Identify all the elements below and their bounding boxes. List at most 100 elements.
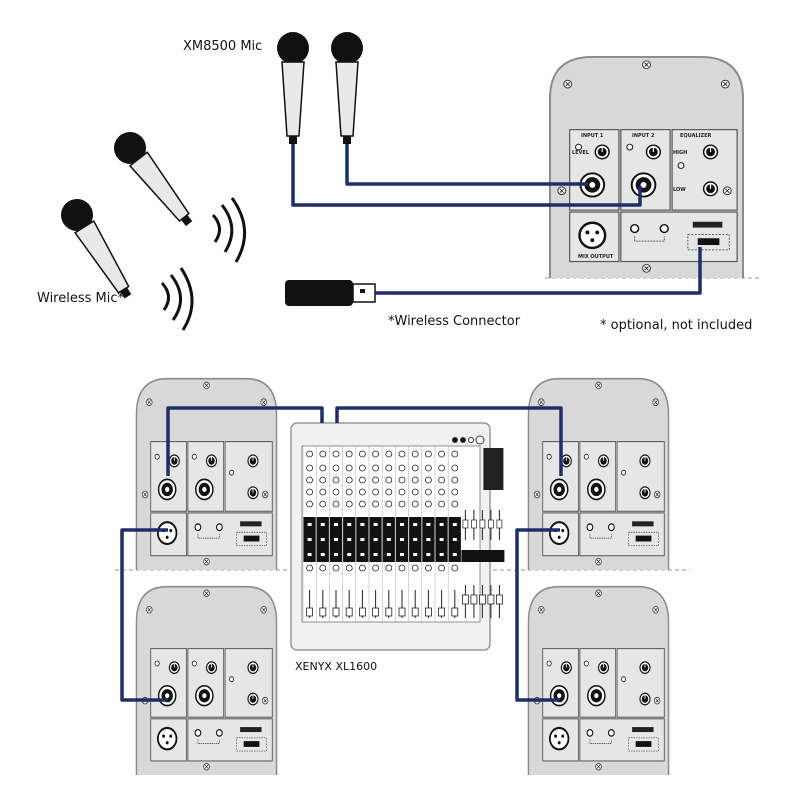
channel-knob[interactable] bbox=[358, 500, 366, 508]
channel-button[interactable] bbox=[400, 538, 404, 541]
main-fader[interactable] bbox=[487, 594, 495, 605]
pan-knob[interactable] bbox=[372, 564, 380, 572]
subgroup-fader[interactable] bbox=[488, 519, 494, 529]
channel-button[interactable] bbox=[307, 538, 312, 541]
channel-button[interactable] bbox=[386, 538, 391, 541]
channel-button[interactable] bbox=[439, 553, 444, 556]
channel-knob[interactable] bbox=[345, 488, 353, 496]
channel-knob[interactable] bbox=[398, 476, 406, 484]
channel-button[interactable] bbox=[360, 523, 365, 526]
channel-knob[interactable] bbox=[451, 476, 459, 484]
channel-button[interactable] bbox=[439, 523, 444, 526]
channel-knob[interactable] bbox=[424, 476, 432, 484]
pan-knob[interactable] bbox=[451, 564, 459, 572]
subgroup-fader[interactable] bbox=[496, 519, 503, 529]
channel-button[interactable] bbox=[307, 553, 312, 556]
channel-fader[interactable] bbox=[332, 607, 340, 617]
channel-button[interactable] bbox=[320, 553, 325, 556]
pan-knob[interactable] bbox=[306, 564, 314, 572]
subgroup-fader[interactable] bbox=[462, 519, 469, 529]
channel-knob[interactable] bbox=[451, 500, 459, 508]
pan-knob[interactable] bbox=[438, 564, 446, 572]
subgroup-fader[interactable] bbox=[471, 519, 477, 529]
channel-knob[interactable] bbox=[332, 476, 340, 484]
channel-knob[interactable] bbox=[372, 488, 380, 496]
channel-button[interactable] bbox=[347, 523, 352, 526]
channel-knob[interactable] bbox=[411, 476, 419, 484]
channel-button[interactable] bbox=[360, 553, 365, 556]
channel-button[interactable] bbox=[413, 553, 418, 556]
channel-fader[interactable] bbox=[438, 607, 446, 617]
channel-button[interactable] bbox=[334, 523, 338, 526]
main-fader[interactable] bbox=[470, 594, 478, 605]
channel-button[interactable] bbox=[320, 523, 325, 526]
channel-button[interactable] bbox=[334, 538, 338, 541]
channel-fader[interactable] bbox=[319, 607, 327, 617]
channel-knob[interactable] bbox=[438, 464, 446, 472]
channel-button[interactable] bbox=[386, 553, 391, 556]
main-fader[interactable] bbox=[495, 594, 503, 605]
channel-knob[interactable] bbox=[372, 476, 380, 484]
channel-knob[interactable] bbox=[411, 464, 419, 472]
channel-button[interactable] bbox=[360, 538, 365, 541]
channel-button[interactable] bbox=[426, 538, 431, 541]
channel-knob[interactable] bbox=[385, 500, 393, 508]
pan-knob[interactable] bbox=[332, 564, 340, 572]
pan-knob[interactable] bbox=[345, 564, 353, 572]
channel-fader[interactable] bbox=[345, 607, 353, 617]
subgroup-fader[interactable] bbox=[479, 519, 486, 529]
channel-knob[interactable] bbox=[385, 464, 393, 472]
channel-knob[interactable] bbox=[411, 450, 419, 458]
channel-knob[interactable] bbox=[438, 476, 446, 484]
channel-button[interactable] bbox=[452, 553, 457, 556]
pan-knob[interactable] bbox=[411, 564, 419, 572]
channel-button[interactable] bbox=[334, 553, 338, 556]
channel-button[interactable] bbox=[400, 523, 404, 526]
channel-knob[interactable] bbox=[451, 464, 459, 472]
channel-knob[interactable] bbox=[438, 500, 446, 508]
channel-fader[interactable] bbox=[385, 607, 393, 617]
channel-knob[interactable] bbox=[438, 488, 446, 496]
pan-knob[interactable] bbox=[358, 564, 366, 572]
channel-knob[interactable] bbox=[411, 488, 419, 496]
channel-knob[interactable] bbox=[424, 450, 432, 458]
channel-button[interactable] bbox=[426, 553, 431, 556]
channel-knob[interactable] bbox=[306, 488, 314, 496]
channel-button[interactable] bbox=[307, 523, 312, 526]
channel-button[interactable] bbox=[413, 538, 418, 541]
channel-knob[interactable] bbox=[319, 488, 327, 496]
channel-knob[interactable] bbox=[385, 488, 393, 496]
channel-knob[interactable] bbox=[398, 488, 406, 496]
channel-button[interactable] bbox=[386, 523, 391, 526]
main-fader[interactable] bbox=[478, 594, 486, 605]
pan-knob[interactable] bbox=[398, 564, 406, 572]
channel-knob[interactable] bbox=[332, 464, 340, 472]
channel-button[interactable] bbox=[439, 538, 444, 541]
channel-knob[interactable] bbox=[345, 476, 353, 484]
channel-fader[interactable] bbox=[451, 607, 459, 617]
channel-knob[interactable] bbox=[424, 500, 432, 508]
channel-knob[interactable] bbox=[451, 488, 459, 496]
channel-knob[interactable] bbox=[306, 450, 314, 458]
channel-knob[interactable] bbox=[358, 464, 366, 472]
pan-knob[interactable] bbox=[385, 564, 393, 572]
channel-knob[interactable] bbox=[451, 450, 459, 458]
channel-fader[interactable] bbox=[411, 607, 419, 617]
channel-fader[interactable] bbox=[358, 607, 366, 617]
channel-knob[interactable] bbox=[319, 450, 327, 458]
channel-knob[interactable] bbox=[345, 450, 353, 458]
pan-knob[interactable] bbox=[424, 564, 432, 572]
channel-knob[interactable] bbox=[398, 500, 406, 508]
channel-knob[interactable] bbox=[424, 464, 432, 472]
channel-button[interactable] bbox=[452, 523, 457, 526]
channel-knob[interactable] bbox=[424, 488, 432, 496]
channel-knob[interactable] bbox=[332, 450, 340, 458]
channel-button[interactable] bbox=[347, 538, 352, 541]
channel-knob[interactable] bbox=[358, 488, 366, 496]
channel-knob[interactable] bbox=[372, 450, 380, 458]
channel-knob[interactable] bbox=[372, 500, 380, 508]
channel-button[interactable] bbox=[373, 553, 378, 556]
channel-knob[interactable] bbox=[438, 450, 446, 458]
channel-knob[interactable] bbox=[306, 476, 314, 484]
channel-knob[interactable] bbox=[332, 488, 340, 496]
